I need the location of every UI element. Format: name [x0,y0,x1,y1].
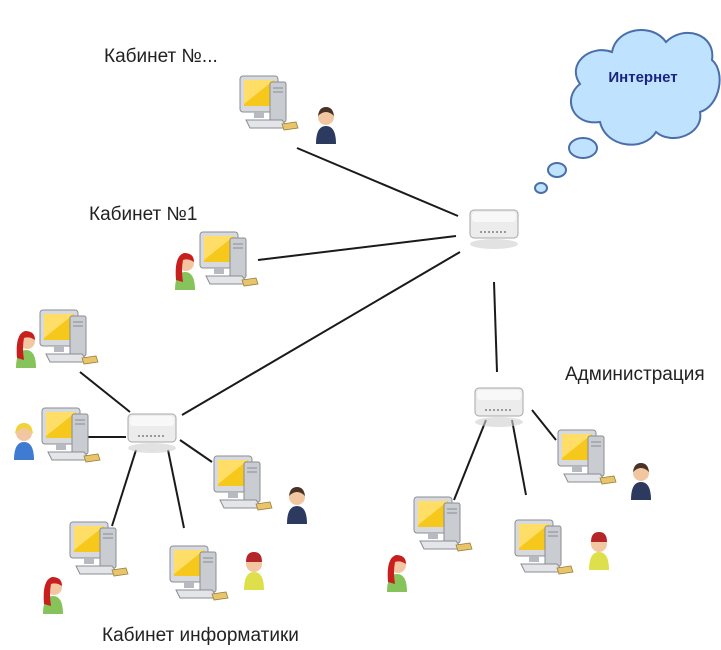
it-workstation-3-icon [213,455,273,511]
room1-user-icon [175,253,195,290]
link-it-hub-to-pc4 [111,449,137,527]
admin-user-2-icon [589,532,609,570]
room-misc-user-icon [316,107,336,144]
room-misc-workstation-icon [239,75,299,131]
it-user-1-icon [16,331,36,368]
label-it-room: Кабинет информатики [102,625,299,646]
admin-workstation-3-icon [557,429,617,485]
admin-workstation-2-icon [514,519,574,575]
admin-hub-icon [474,387,524,428]
label-administration: Администрация [565,364,705,385]
it-room-hub-icon [127,413,177,454]
link-it-hub-to-pc1 [79,371,131,413]
link-it-hub-to-main-hub [181,251,461,416]
admin-user-3-icon [631,463,651,500]
admin-workstation-1-icon [413,496,473,552]
it-workstation-4-icon [69,521,129,577]
it-user-5-icon [244,552,264,590]
internet-label: Интернет [608,69,677,86]
internet-cloud-icon: Интернет [534,28,721,194]
label-room-misc: Кабинет №... [104,46,218,67]
label-room-1: Кабинет №1 [89,204,198,225]
it-user-4-icon [43,577,63,614]
link-main-hub-to-admin-hub [493,281,498,373]
network-links [79,147,557,529]
it-workstation-1-icon [39,309,99,365]
cloud-bubble-large [568,137,598,159]
main-hub-icon [469,209,519,250]
link-admin-hub-to-pc3 [531,409,557,441]
link-it-hub-to-pc3 [179,439,213,463]
link-room-misc-to-main-hub [296,147,459,217]
admin-user-1-icon [387,555,407,592]
cloud-bubble-small [534,182,548,194]
it-user-3-icon [287,487,307,524]
link-admin-hub-to-pc1 [453,419,487,501]
it-workstation-2-icon [41,407,101,463]
cloud-bubble-medium [547,162,567,178]
it-workstation-5-icon [169,545,229,601]
link-room1-to-main-hub [257,235,457,261]
it-user-2-icon [14,423,34,460]
link-it-hub-to-pc5 [167,449,185,529]
link-admin-hub-to-pc2 [511,419,527,496]
room1-workstation-icon [199,231,259,287]
